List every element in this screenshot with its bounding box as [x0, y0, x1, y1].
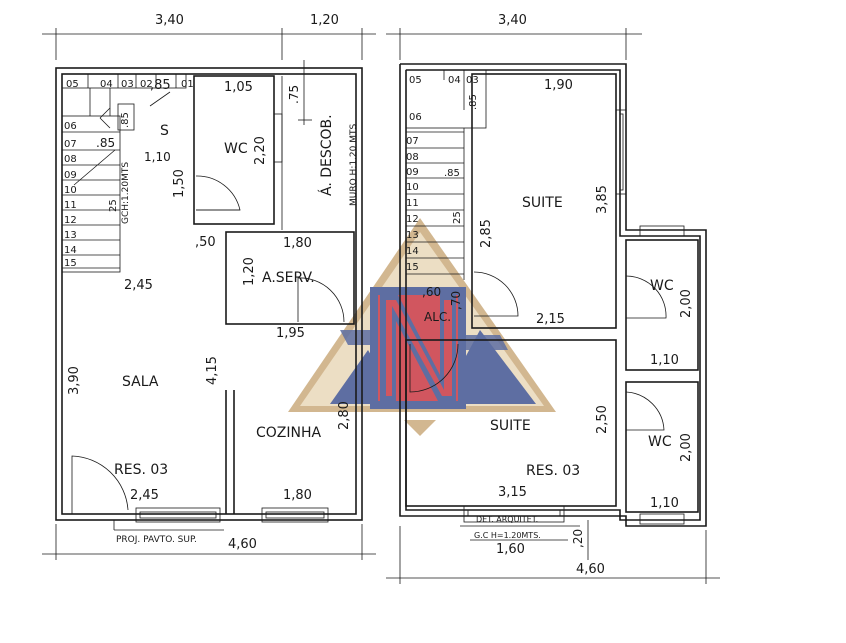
stair-step-02: 02 — [140, 79, 153, 90]
dim-wc1-width: 1,10 — [650, 353, 679, 368]
upper-floor-plan: 3,40 05 04 03 .85 06 07 08 09 .85 10 11 … — [386, 13, 720, 584]
dim-sala-height: 3,90 — [67, 366, 82, 395]
stair-step-01: 01 — [181, 79, 194, 90]
dim-wc2-width: 1,10 — [650, 496, 679, 511]
dim-upper-gc-20: ,20 — [571, 529, 585, 548]
dim-stair-110: 1,10 — [144, 150, 171, 164]
dim-upper-85b: .85 — [444, 168, 460, 179]
dim-ground-top-left: 3,40 — [155, 13, 184, 28]
dim-suite2-height: 2,50 — [595, 405, 610, 434]
dim-serv-bottom: 1,95 — [276, 326, 305, 341]
dim-stair-85-vert: .85 — [120, 112, 131, 128]
dim-hall-width: ,50 — [195, 235, 216, 250]
dim-upper-25: 25 — [452, 211, 463, 224]
dim-serv-width: 1,80 — [283, 236, 312, 251]
dim-cozinha-width: 1,80 — [283, 488, 312, 503]
room-label-res-upper: RES. 03 — [526, 463, 580, 479]
dim-upper-60: ,60 — [422, 285, 441, 299]
dim-stair-25: 25 — [108, 199, 119, 212]
label-gch: GCH:1.20MTS — [121, 162, 131, 224]
stair-step-11: 11 — [64, 200, 77, 211]
watermark-logo — [288, 218, 556, 436]
dim-suite2-width: 3,15 — [498, 485, 527, 500]
stair-step-08: 08 — [64, 154, 77, 165]
stair-step-15: 15 — [64, 258, 77, 269]
dim-upper-85: .85 — [468, 94, 479, 110]
upper-step-14: 14 — [406, 246, 419, 257]
upper-step-10: 10 — [406, 182, 419, 193]
stair-step-04: 04 — [100, 79, 113, 90]
dim-mid-height: 4,15 — [205, 356, 220, 385]
stair-step-06: 06 — [64, 121, 77, 132]
upper-step-08: 08 — [406, 152, 419, 163]
dim-upper-bottom: 4,60 — [576, 562, 605, 577]
room-label-descob: Á. DESCOB. — [318, 114, 335, 196]
dim-suite1-height: 3,85 — [595, 185, 610, 214]
upper-step-15: 15 — [406, 262, 419, 273]
upper-step-13: 13 — [406, 230, 419, 241]
ground-floor-plan: 3,40 1,20 05 04 03 02 ,85 01 06 07 08 09 — [42, 13, 376, 560]
dim-res-width: 2,45 — [130, 488, 159, 503]
room-label-wc1-upper: WC — [650, 278, 674, 294]
upper-step-05: 05 — [409, 75, 422, 86]
dim-suite1-width: 1,90 — [544, 78, 573, 93]
stair-step-05: 05 — [66, 79, 79, 90]
label-alc: ALC. — [424, 310, 451, 324]
stair-step-14: 14 — [64, 245, 77, 256]
dim-stair-85: .85 — [96, 136, 115, 150]
upper-step-11: 11 — [406, 198, 419, 209]
upper-step-07: 07 — [406, 136, 419, 147]
dim-suite1-bottom: 2,15 — [536, 312, 565, 327]
label-proj-pavto: PROJ. PAVTO. SUP. — [116, 535, 197, 545]
dim-upper-top: 3,40 — [498, 13, 527, 28]
room-label-wc2-upper: WC — [648, 434, 672, 450]
dim-ground-bottom: 4,60 — [228, 537, 257, 552]
upper-step-06: 06 — [409, 112, 422, 123]
dim-upper-70: ,70 — [449, 291, 463, 310]
stair-step-09: 09 — [64, 170, 77, 181]
dim-stair-width: ,85 — [150, 78, 171, 93]
stair-step-10: 10 — [64, 185, 77, 196]
upper-step-12: 12 — [406, 214, 419, 225]
dim-wc-height: 2,20 — [253, 136, 268, 165]
dim-hall-height: 1,50 — [172, 169, 187, 198]
room-label-suite1: SUITE — [522, 195, 563, 211]
stair-step-12: 12 — [64, 215, 77, 226]
room-label-wc-ground: WC — [224, 141, 248, 157]
dim-wc1-height: 2,00 — [679, 289, 694, 318]
room-label-serv: A.SERV. — [262, 270, 315, 286]
dim-upper-inner-bottom: 1,60 — [496, 542, 525, 557]
upper-step-09: 09 — [406, 167, 419, 178]
dim-wc2-height: 2,00 — [679, 433, 694, 462]
stair-step-13: 13 — [64, 230, 77, 241]
stair-direction-s: S — [160, 123, 169, 139]
room-label-suite2: SUITE — [490, 418, 531, 434]
stair-step-07: 07 — [64, 139, 77, 150]
dim-suite1-left: 2,85 — [479, 219, 494, 248]
dim-sala-width: 2,45 — [124, 278, 153, 293]
dim-cozinha-height: 2,80 — [337, 401, 352, 430]
label-det-arquitet: DET. ARQUITET. — [476, 515, 538, 524]
room-label-cozinha: COZINHA — [256, 425, 322, 441]
dim-ground-top-right: 1,20 — [310, 13, 339, 28]
label-gc-height: G.C H=1.20MTS. — [474, 531, 541, 540]
dim-descob-75: .75 — [287, 85, 301, 104]
stair-step-03: 03 — [121, 79, 134, 90]
room-label-sala: SALA — [122, 374, 159, 390]
dim-serv-height: 1,20 — [242, 257, 257, 286]
label-muro: MURO H:1.20 MTS — [349, 123, 359, 206]
room-label-res-ground: RES. 03 — [114, 462, 168, 478]
upper-step-04: 04 — [448, 75, 461, 86]
dim-wc-width: 1,05 — [224, 80, 253, 95]
